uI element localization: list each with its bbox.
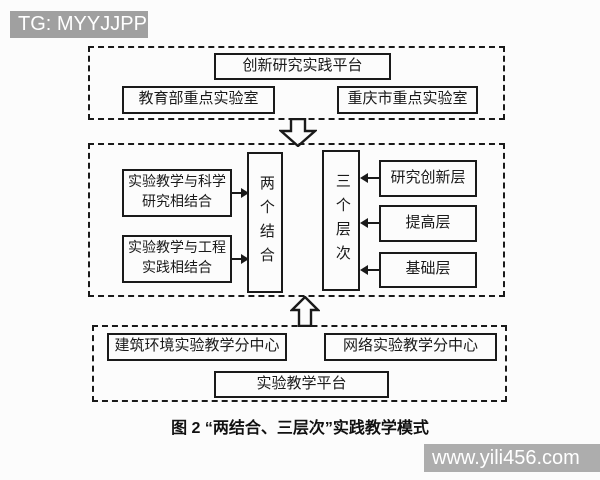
figure-caption: 图 2 “两结合、三层次”实践教学模式 — [171, 420, 429, 437]
building-env-center-box: 建筑环境实验教学分中心 — [107, 333, 287, 361]
bottom-platform-group: 建筑环境实验教学分中心 网络实验教学分中心 实验教学平台 — [92, 325, 507, 402]
middle-model-group: 实验教学与科学研究相结合 实验教学与工程实践相结合 两个结合 三个层次 研究创新… — [88, 143, 505, 297]
arrow-left-icon — [360, 218, 379, 228]
arrow-right-icon — [232, 188, 249, 198]
combine-engineering-box: 实验教学与工程实践相结合 — [122, 235, 232, 283]
network-center-box: 网络实验教学分中心 — [324, 333, 497, 361]
improvement-level-box: 提高层 — [379, 205, 477, 242]
two-combinations-box: 两个结合 — [247, 152, 283, 293]
innovation-platform-box: 创新研究实践平台 — [214, 53, 391, 80]
three-levels-box: 三个层次 — [322, 150, 360, 291]
teaching-platform-box: 实验教学平台 — [214, 371, 389, 398]
arrow-right-icon — [232, 254, 249, 264]
arrow-left-icon — [360, 265, 379, 275]
foundation-level-box: 基础层 — [379, 252, 477, 288]
up-block-arrow-icon — [290, 296, 320, 327]
arrow-left-icon — [360, 173, 379, 183]
top-platform-group: 创新研究实践平台 教育部重点实验室 重庆市重点实验室 — [88, 46, 505, 120]
chongqing-key-lab-box: 重庆市重点实验室 — [337, 86, 478, 114]
research-innovation-level-box: 研究创新层 — [379, 160, 477, 197]
watermark-tg: TG: MYYJJPP — [10, 11, 148, 38]
combine-science-box: 实验教学与科学研究相结合 — [122, 169, 232, 217]
moe-key-lab-box: 教育部重点实验室 — [122, 86, 275, 114]
down-block-arrow-icon — [279, 118, 317, 147]
watermark-yili: www.yili456.com — [424, 444, 600, 472]
